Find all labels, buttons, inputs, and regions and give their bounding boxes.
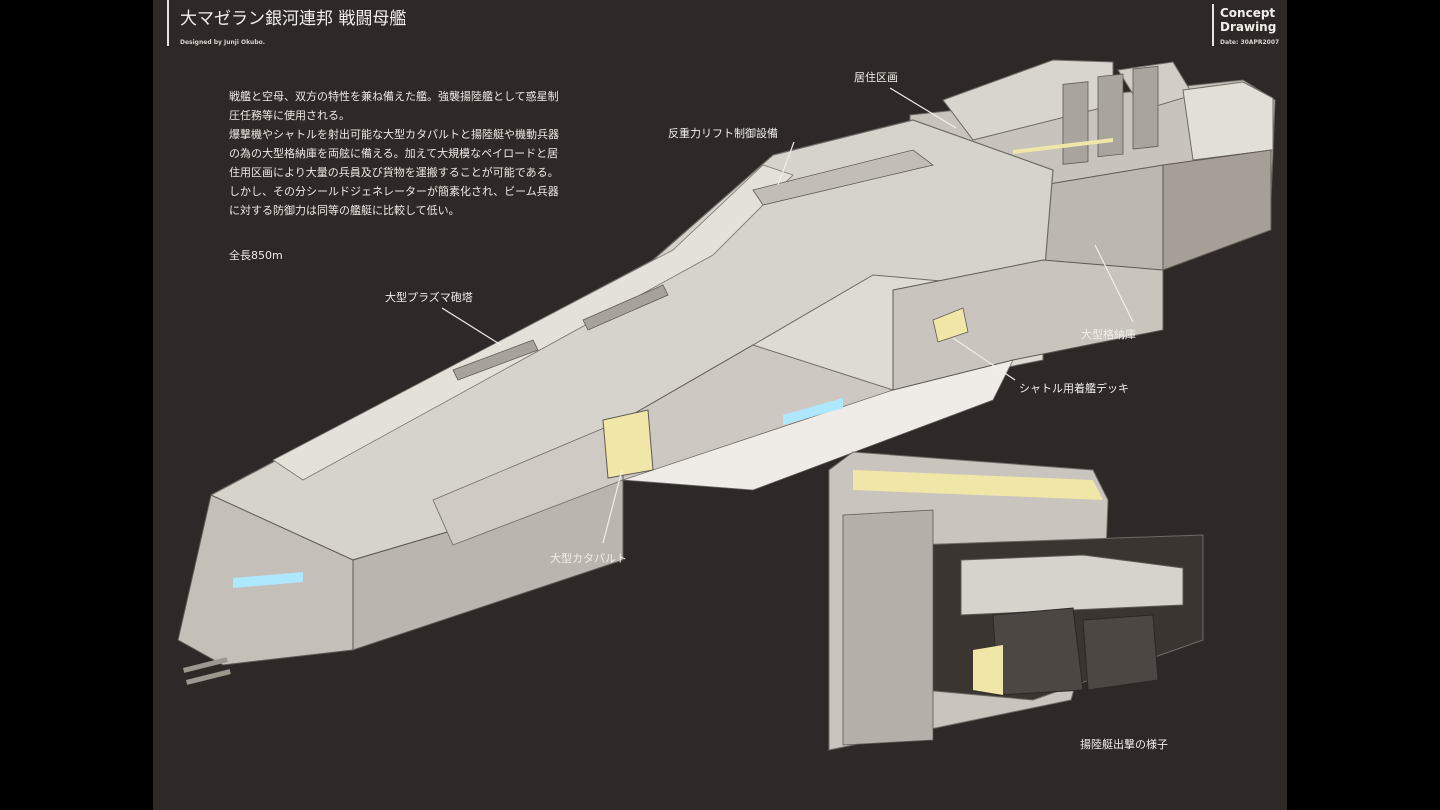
leader-living-quarters (889, 87, 957, 129)
description-line: しかし、その分シールドジェネレーターが簡素化され、ビーム兵器 (229, 185, 559, 198)
designer-credit: Designed by Junji Okubo. (180, 39, 266, 46)
page-title: 大マゼラン銀河連邦 戦闘母艦 (180, 9, 407, 29)
concept-divider (1212, 4, 1214, 46)
leader-hangar (1094, 244, 1134, 323)
drawing-date: Date: 30APR2007 (1220, 39, 1280, 46)
concept-sheet: 大マゼラン銀河連邦 戦闘母艦 Designed by Junji Okubo. … (153, 0, 1287, 810)
callout-shuttle-deck: シャトル用着艦デッキ (1019, 382, 1129, 395)
callout-catapult: 大型カタパルト (550, 552, 627, 565)
concept-label: Concept (1220, 6, 1276, 20)
title-bar-divider (167, 0, 169, 46)
inset-caption: 揚陸艇出撃の様子 (1080, 738, 1168, 751)
description-line: 戦艦と空母、双方の特性を兼ね備えた艦。強襲揚陸艦として惑星制 (229, 90, 559, 103)
battle-carrier-illustration (177, 59, 1276, 751)
leader-shuttle-deck (952, 337, 1016, 381)
description-line: 爆撃機やシャトルを射出可能な大型カタパルトと揚陸艇や機動兵器 (229, 128, 559, 141)
description-line: の為の大型格納庫を両舷に備える。加えて大規模なペイロードと居 (229, 147, 559, 160)
leader-antigravity-lift (777, 141, 795, 186)
ship-length: 全長850m (229, 249, 283, 262)
description-line: 住用区画により大量の兵員及び貨物を運搬することが可能である。 (229, 166, 559, 179)
callout-plasma-turret: 大型プラズマ砲塔 (385, 291, 473, 304)
leader-catapult (602, 469, 623, 544)
description-line: に対する防御力は同等の艦艇に比較して低い。 (229, 204, 460, 217)
callout-antigravity-lift: 反重力リフト制御設備 (668, 127, 778, 140)
drawing-label: Drawing (1220, 20, 1277, 34)
callout-hangar: 大型格納庫 (1081, 328, 1136, 341)
callout-living-quarters: 居住区画 (854, 71, 898, 84)
description-line: 圧任務等に使用される。 (229, 109, 350, 122)
leader-plasma-turret (441, 307, 502, 346)
